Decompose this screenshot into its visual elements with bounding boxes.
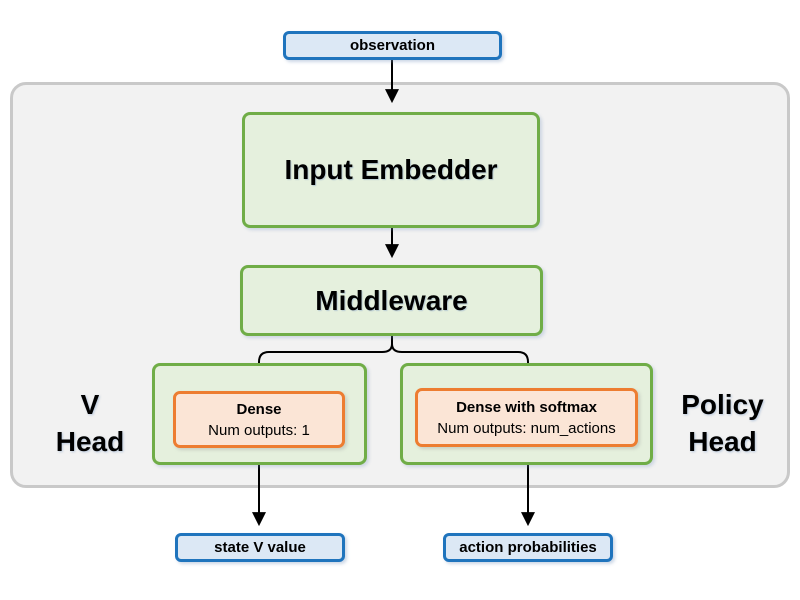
policy-head-label: Policy Head bbox=[660, 386, 785, 460]
state-v-value-label: state V value bbox=[214, 539, 306, 556]
v-dense-title: Dense bbox=[236, 400, 282, 418]
action-probabilities-node: action probabilities bbox=[443, 533, 613, 562]
middleware-node: Middleware bbox=[240, 265, 543, 336]
v-head-label: V Head bbox=[35, 386, 145, 460]
v-head-label-line1: V bbox=[80, 389, 100, 420]
state-v-value-node: state V value bbox=[175, 533, 345, 562]
middleware-label: Middleware bbox=[315, 284, 468, 316]
observation-node: observation bbox=[283, 31, 502, 60]
arrow-middleware-to-vhead bbox=[252, 343, 393, 386]
policy-head-label-line2: Head bbox=[688, 426, 757, 457]
input-embedder-label: Input Embedder bbox=[284, 154, 498, 185]
input-embedder-node: Input Embedder bbox=[242, 112, 540, 228]
policy-dense-node: Dense with softmax Num outputs: num_acti… bbox=[415, 388, 638, 447]
observation-label: observation bbox=[349, 37, 436, 54]
policy-dense-subtitle: Num outputs: num_actions bbox=[437, 419, 616, 437]
v-dense-node: Dense Num outputs: 1 bbox=[173, 391, 345, 448]
action-probabilities-label: action probabilities bbox=[459, 539, 597, 556]
policy-dense-title: Dense with softmax bbox=[456, 398, 597, 416]
v-head-label-line2: Head bbox=[55, 426, 125, 457]
arrow-middleware-to-policyhead bbox=[391, 343, 535, 383]
policy-head-label-line1: Policy bbox=[681, 389, 764, 420]
v-dense-subtitle: Num outputs: 1 bbox=[208, 421, 310, 439]
